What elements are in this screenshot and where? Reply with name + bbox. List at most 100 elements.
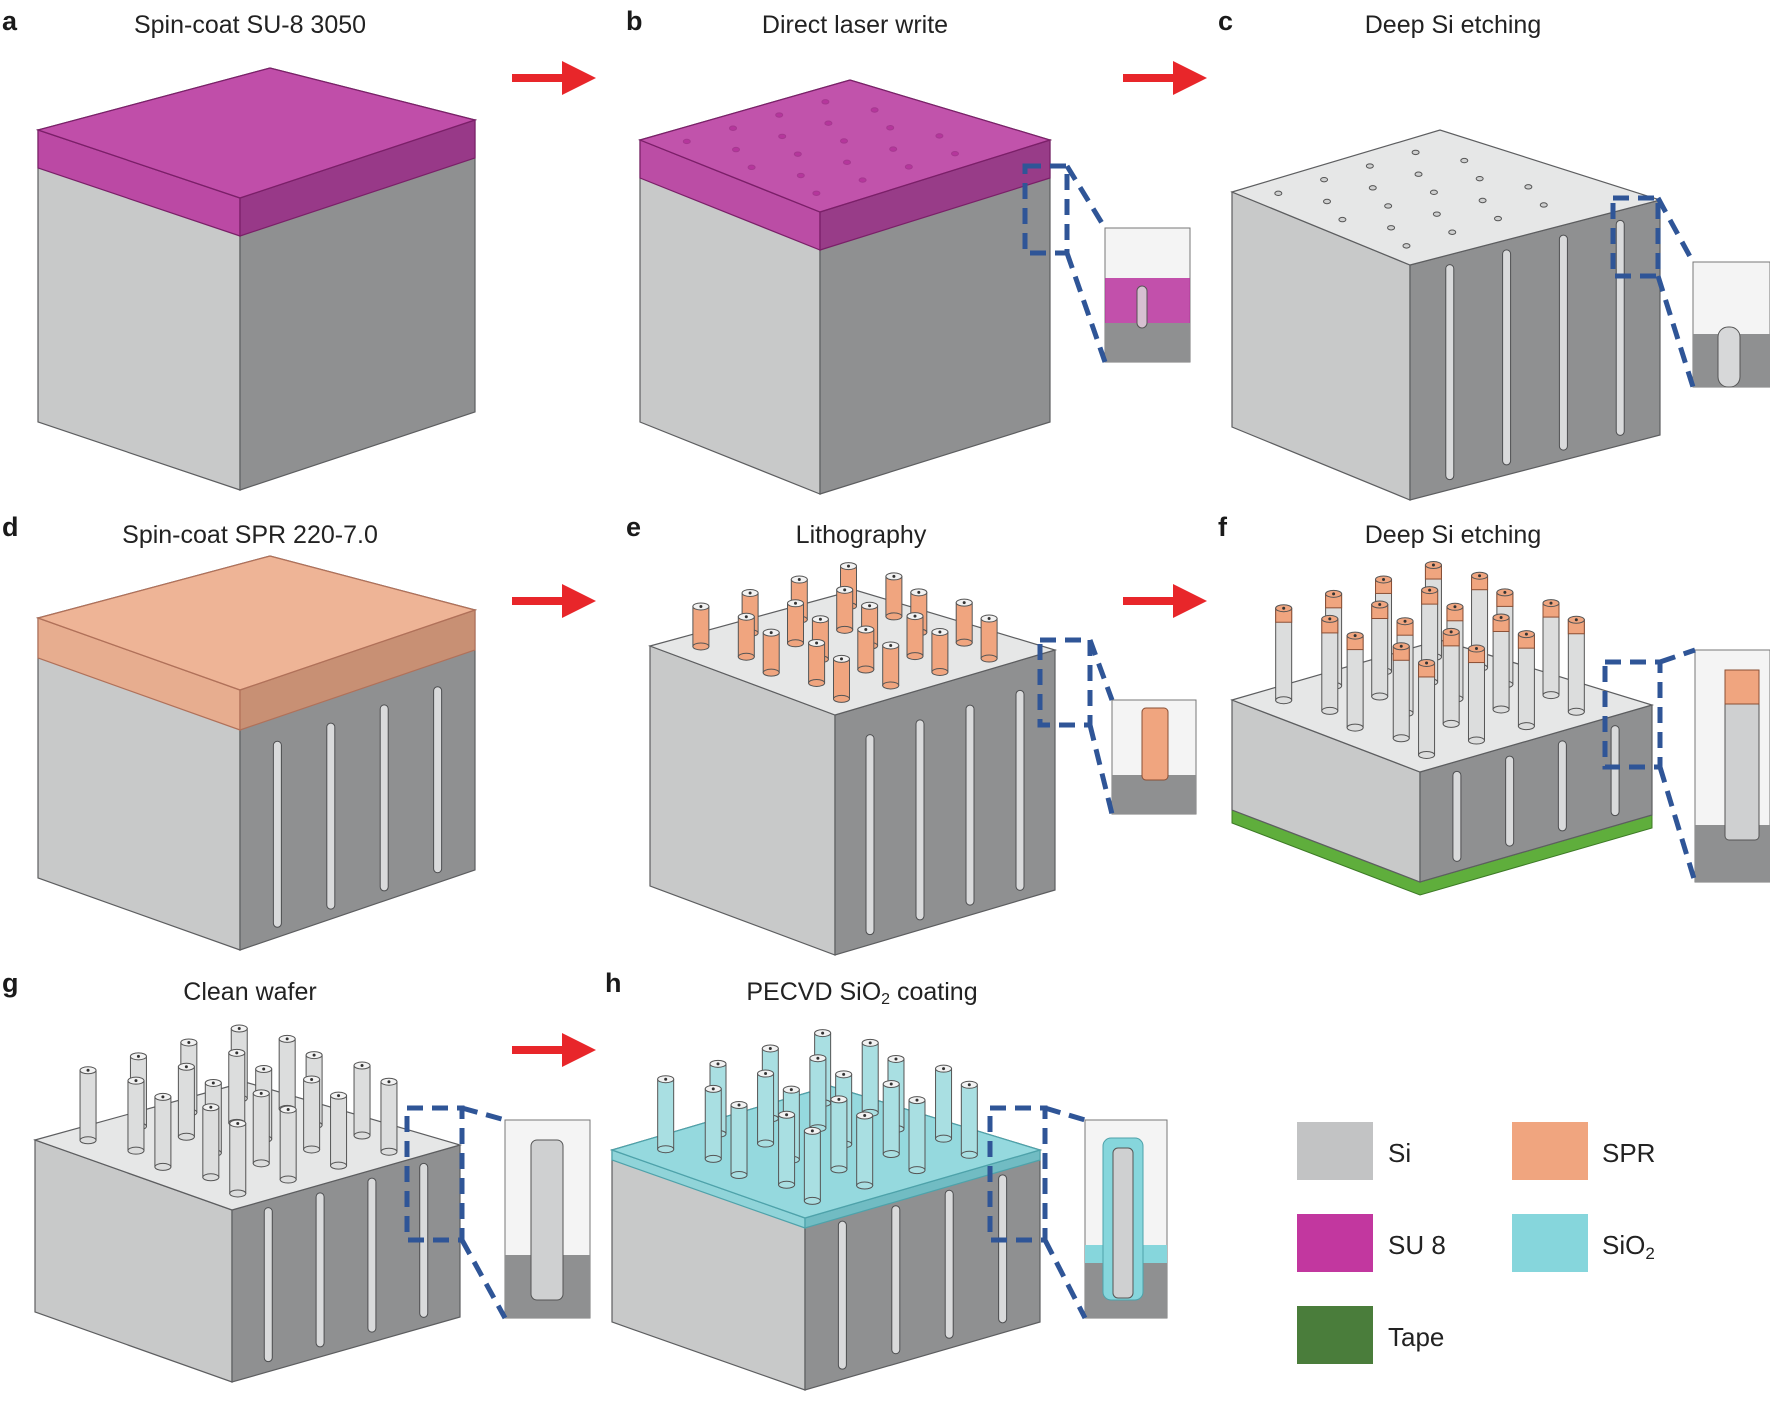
panel-e-pillar-center — [917, 590, 921, 594]
panel-g-pillar-body — [279, 1109, 297, 1181]
panel-letter-c: c — [1218, 6, 1234, 36]
panel-g-pillar-body — [127, 1080, 145, 1152]
panel-f-pillar-center — [1503, 590, 1507, 594]
panel-h-pillar-center — [664, 1077, 668, 1081]
panel-f-pillar-center — [1282, 606, 1286, 610]
legend-label-sio2-subscript: 2 — [1645, 1244, 1655, 1263]
panel-e-pillar — [836, 585, 854, 634]
panel-c-hole — [1387, 225, 1396, 231]
panel-e-pillar-center — [840, 657, 843, 661]
panel-f-pillar-base — [1321, 706, 1339, 715]
panel-c-groove — [1445, 264, 1455, 481]
panel-e-pillar — [692, 602, 710, 651]
panel-g-pillar-base — [330, 1161, 348, 1170]
panel-h-pillar-body — [657, 1078, 675, 1150]
panel-h-pillar-body — [856, 1115, 874, 1187]
panel-e-pillar — [980, 614, 998, 663]
panel-h-pillar — [778, 1110, 796, 1189]
panel-h-zoom-leader-top — [1044, 1105, 1086, 1123]
panel-g-pillar-center — [360, 1064, 364, 1068]
panel-h-groove — [998, 1174, 1008, 1324]
panel-e-pillar-center — [987, 617, 991, 621]
panel-g-pillar-center — [387, 1080, 391, 1084]
panel-f-pillar — [1392, 642, 1410, 743]
panel-e-pillar-base — [882, 681, 900, 690]
panel-h-pillar-center — [967, 1083, 971, 1087]
panel-letter-b: b — [626, 6, 643, 36]
panel-c-hole — [1432, 211, 1441, 217]
panel-c-zoom-leader-top — [1655, 196, 1696, 264]
panel-c-hole — [1414, 171, 1423, 177]
legend-label-si: Si — [1388, 1138, 1412, 1168]
panel-g-features — [79, 1024, 429, 1363]
panel-f-pillar-base — [1275, 696, 1293, 705]
panel-e-pillar-body — [857, 629, 875, 671]
panel-h-pillar-center — [768, 1046, 772, 1050]
panel-h-pillar-center — [942, 1067, 946, 1071]
panel-h-features — [657, 1029, 1008, 1370]
panel-h-pillar — [861, 1038, 879, 1117]
panel-c-si-block — [1230, 129, 1663, 501]
panel-d-spr-layer — [35, 555, 478, 731]
panel-g-pillar-center — [312, 1053, 316, 1057]
panel-f-pillar-center — [1399, 644, 1403, 648]
panel-h-pillar-center — [894, 1057, 898, 1061]
arrow-e-to-f — [1123, 584, 1207, 618]
panel-g-pillar-center — [286, 1108, 290, 1112]
panel-d-groove — [433, 686, 443, 874]
panel-b-zoom-box — [1022, 163, 1070, 256]
panel-g-zoom-leader-bottom — [459, 1238, 508, 1320]
panel-c-groove — [1558, 234, 1568, 451]
arrow-b-to-c-head — [1173, 61, 1207, 95]
panel-g-pillar-center — [136, 1054, 140, 1058]
panel-letter-g: g — [2, 968, 19, 998]
panel-e-pillar — [808, 638, 826, 687]
panel-h-pillar-base — [908, 1166, 926, 1175]
panel-h-zoom — [987, 1105, 1168, 1320]
panel-e-pillar-center — [913, 614, 917, 618]
legend-label-sio2: SiO2 — [1602, 1230, 1655, 1262]
legend-label-sio2-main: SiO — [1602, 1230, 1646, 1260]
panel-g-pillar-center — [161, 1095, 165, 1099]
panel-g-pillar-center — [86, 1068, 90, 1072]
panel-g-pillar-body — [229, 1122, 247, 1194]
panel-e-zoom — [1037, 637, 1197, 815]
arrow-d-to-e — [512, 584, 596, 618]
panel-e-pillar-center — [744, 615, 748, 619]
panel-h-pillar-center — [915, 1098, 919, 1102]
panel-e-pillar-center — [797, 578, 801, 582]
legend-swatch-spr — [1512, 1122, 1588, 1180]
panel-e-pillar — [955, 598, 973, 647]
panel-f-groove — [1557, 740, 1567, 832]
panel-b-zoom-leader-top — [1064, 164, 1108, 230]
panel-c-hole — [1460, 157, 1469, 164]
panel-e-pillar-base — [808, 678, 826, 687]
panel-g-pillar — [228, 1048, 246, 1127]
panel-g-pillar — [202, 1103, 220, 1182]
panel-e-zoom-leader-top — [1087, 639, 1115, 701]
panel-f-pillar-base — [1346, 723, 1364, 732]
panel-g-pillar — [154, 1092, 172, 1171]
panel-g-pillar-base — [154, 1162, 172, 1171]
panel-e-pillar-body — [737, 616, 755, 658]
panel-a-su8-layer — [35, 67, 478, 237]
panel-h-zoom-pillar-core — [1112, 1147, 1134, 1299]
panel-h-pillar-center — [716, 1062, 720, 1066]
panel-g-pillar — [79, 1066, 97, 1145]
panel-f-pillar — [1346, 631, 1364, 732]
panel-f-pillar — [1467, 644, 1485, 745]
legend-swatch-su8 — [1297, 1214, 1373, 1272]
panel-h-pillar-center — [863, 1114, 867, 1118]
panel-h-pillar — [935, 1064, 953, 1143]
panel-f-features — [1275, 561, 1620, 862]
panel-e-pillar-center — [815, 641, 819, 645]
panel-h-pillar — [908, 1096, 926, 1175]
panel-h-pillar-base — [803, 1196, 821, 1205]
panel-h-pillar-center — [737, 1103, 741, 1107]
panel-f-pillar-base — [1418, 750, 1436, 759]
panel-g-pillar-center — [209, 1105, 213, 1109]
panel-g-pillar-base — [353, 1131, 371, 1140]
panel-g-pillar-base — [252, 1159, 270, 1168]
panel-e-pillar-body — [882, 644, 900, 686]
panel-g-pillar — [127, 1076, 145, 1155]
